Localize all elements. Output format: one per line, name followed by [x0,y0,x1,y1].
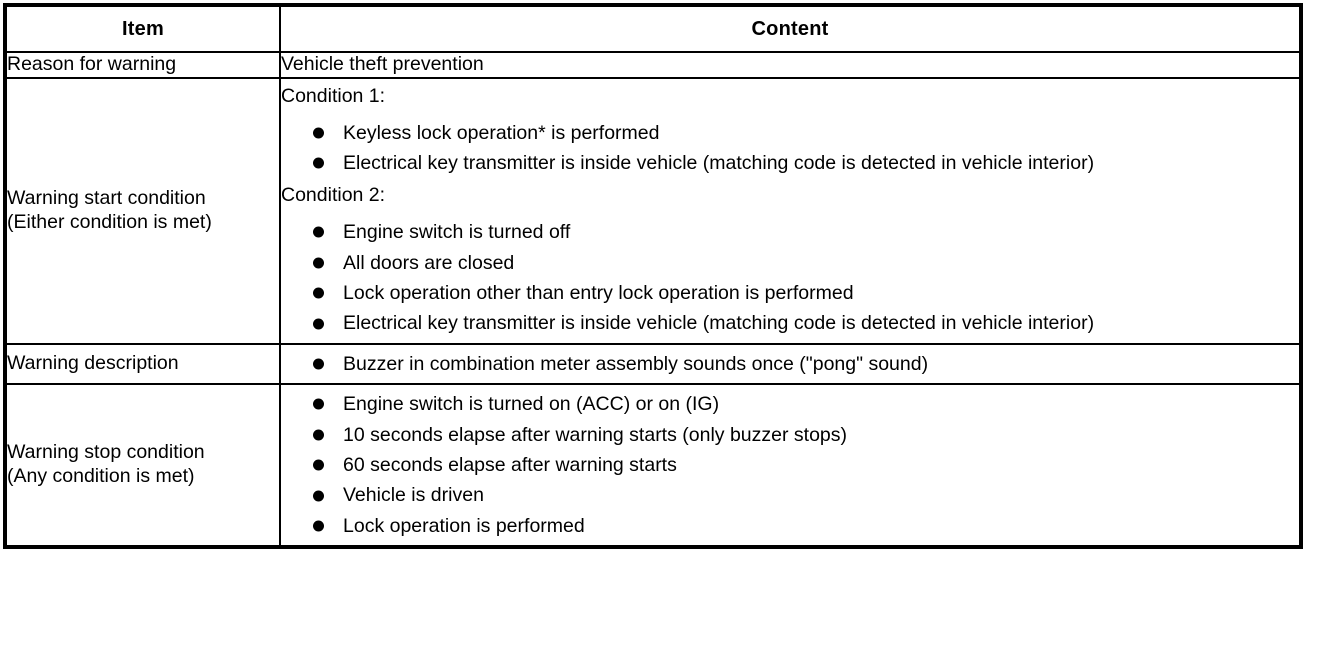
table-row: Warning stop condition (Any condition is… [4,383,1302,549]
list-item-label: Vehicle is driven [343,484,484,507]
condition-1-label: Condition 1: [281,84,386,107]
table-row: Warning description Buzzer in combinatio… [4,342,1302,386]
list-item-label: Lock operation other than entry lock ope… [343,281,854,304]
list-item: Engine switch is turned on (ACC) or on (… [313,389,1299,419]
row-content-warning-description: Buzzer in combination meter assembly sou… [279,342,1302,386]
header-row: Item Content [4,4,1302,53]
row-label-reason-for-warning: Reason for warning [4,51,281,79]
bullet-dot-icon [313,398,324,410]
bullet-dot-icon [313,459,324,471]
condition-2-bullet-list: Engine switch is turned off All doors ar… [281,217,1299,339]
row-label-warning-start-condition: Warning start condition (Either conditio… [4,76,281,345]
list-item: All doors are closed [313,248,1299,278]
table-row: Reason for warning Vehicle theft prevent… [4,51,1302,79]
list-item: Buzzer in combination meter assembly sou… [313,349,1299,379]
list-item: Engine switch is turned off [313,217,1299,247]
list-item-label: Electrical key transmitter is inside veh… [343,151,1095,174]
list-item: Electrical key transmitter is inside veh… [313,308,1299,338]
bullet-dot-icon [313,520,324,532]
list-item: Electrical key transmitter is inside veh… [313,148,1299,178]
bullet-dot-icon [313,490,324,502]
warning-description-bullet-list: Buzzer in combination meter assembly sou… [281,349,1299,379]
list-item-label: Engine switch is turned off [343,221,571,244]
condition-2-label: Condition 2: [281,184,386,207]
bullet-dot-icon [313,226,324,238]
bullet-dot-icon [313,358,324,370]
row-label-line-2: (Any condition is met) [7,465,195,488]
list-item-label: Engine switch is turned on (ACC) or on (… [343,393,720,416]
list-item: Lock operation other than entry lock ope… [313,278,1299,308]
row-label-line-1: Warning stop condition [7,441,205,464]
row-content-warning-start-condition: Condition 1: Keyless lock operation* is … [279,76,1302,345]
list-item-label: 60 seconds elapse after warning starts [343,454,677,476]
warning-stop-condition-bullet-list: Engine switch is turned on (ACC) or on (… [281,389,1299,541]
table-row: Warning start condition (Either conditio… [4,76,1302,345]
bullet-dot-icon [313,157,324,169]
row-label-warning-stop-condition: Warning stop condition (Any condition is… [4,383,281,549]
list-item-label: Lock operation is performed [343,514,585,537]
bullet-dot-icon [313,257,324,269]
column-header-item: Item [4,4,281,53]
bullet-dot-icon [313,127,324,139]
condition-1-bullet-list: Keyless lock operation* is performed Ele… [281,118,1299,179]
row-content-reason-for-warning: Vehicle theft prevention [279,51,1302,79]
list-item: Keyless lock operation* is performed [313,118,1299,148]
bullet-dot-icon [313,429,324,441]
column-header-content: Content [279,4,1302,53]
list-item-label: 10 seconds elapse after warning starts (… [343,423,848,446]
table-body: Reason for warning Vehicle theft prevent… [4,51,1302,549]
row-label-warning-description: Warning description [4,342,281,386]
row-content-warning-stop-condition: Engine switch is turned on (ACC) or on (… [279,383,1302,549]
row-label-line-1: Warning start condition [7,187,206,209]
list-item-label: All doors are closed [343,251,515,274]
list-item-label: Keyless lock operation* is performed [343,121,660,144]
list-item-label: Electrical key transmitter is inside veh… [343,312,1095,335]
bullet-dot-icon [313,318,324,330]
bullet-dot-icon [313,287,324,299]
list-item: Lock operation is performed [313,511,1299,541]
warning-specification-table: Item Content Reason for warning Vehicle … [3,3,1303,550]
list-item-label: Buzzer in combination meter assembly sou… [343,352,929,375]
table-header: Item Content [4,4,1302,53]
row-label-line-2: (Either condition is met) [7,210,212,233]
list-item: Vehicle is driven [313,480,1299,510]
list-item: 10 seconds elapse after warning starts (… [313,420,1299,450]
list-item: 60 seconds elapse after warning starts [313,450,1299,480]
